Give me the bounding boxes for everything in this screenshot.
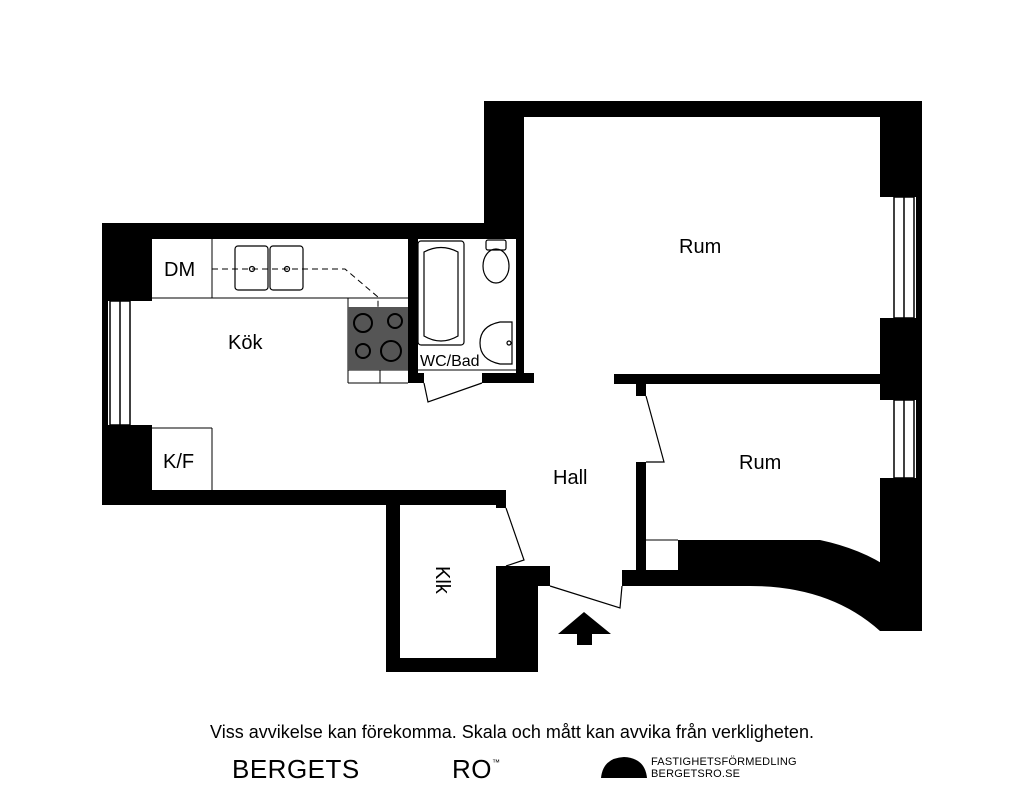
stove <box>348 307 408 370</box>
room-label-klk: Klk <box>431 566 453 595</box>
entrance-arrow-icon <box>558 612 611 645</box>
room-label-rum-top: Rum <box>679 236 721 258</box>
room-label-kok: Kök <box>228 332 263 354</box>
toilet <box>482 239 510 284</box>
brand-name-left: BERGETS <box>232 754 360 784</box>
floor-plan: Rum Rum Kök Hall WC/Bad DM K/F Klk <box>102 101 922 672</box>
bathtub <box>417 240 465 346</box>
room-label-wc-bad: WC/Bad <box>420 353 480 370</box>
disclaimer-text: Viss avvikelse kan förekomma. Skala och … <box>210 722 814 742</box>
agency-logo-icon <box>601 757 647 778</box>
trademark-mark: ™ <box>492 758 501 767</box>
doors <box>423 382 665 609</box>
room-label-dm: DM <box>164 259 195 281</box>
agency-info: FASTIGHETSFÖRMEDLING BERGETSRO.SE <box>651 756 797 780</box>
brand-right-text: RO <box>452 754 492 784</box>
agency-line2: BERGETSRO.SE <box>651 768 741 780</box>
room-label-kf: K/F <box>163 451 194 473</box>
brand-name-right: RO™ <box>452 754 501 785</box>
kitchen-sink <box>234 245 304 291</box>
agency-line1: FASTIGHETSFÖRMEDLING <box>651 756 797 768</box>
walls <box>102 101 922 672</box>
washbasin <box>479 321 513 365</box>
interior-lines <box>152 239 678 541</box>
windows <box>109 196 915 479</box>
room-label-hall: Hall <box>553 467 587 489</box>
room-label-rum-bottom: Rum <box>739 452 781 474</box>
